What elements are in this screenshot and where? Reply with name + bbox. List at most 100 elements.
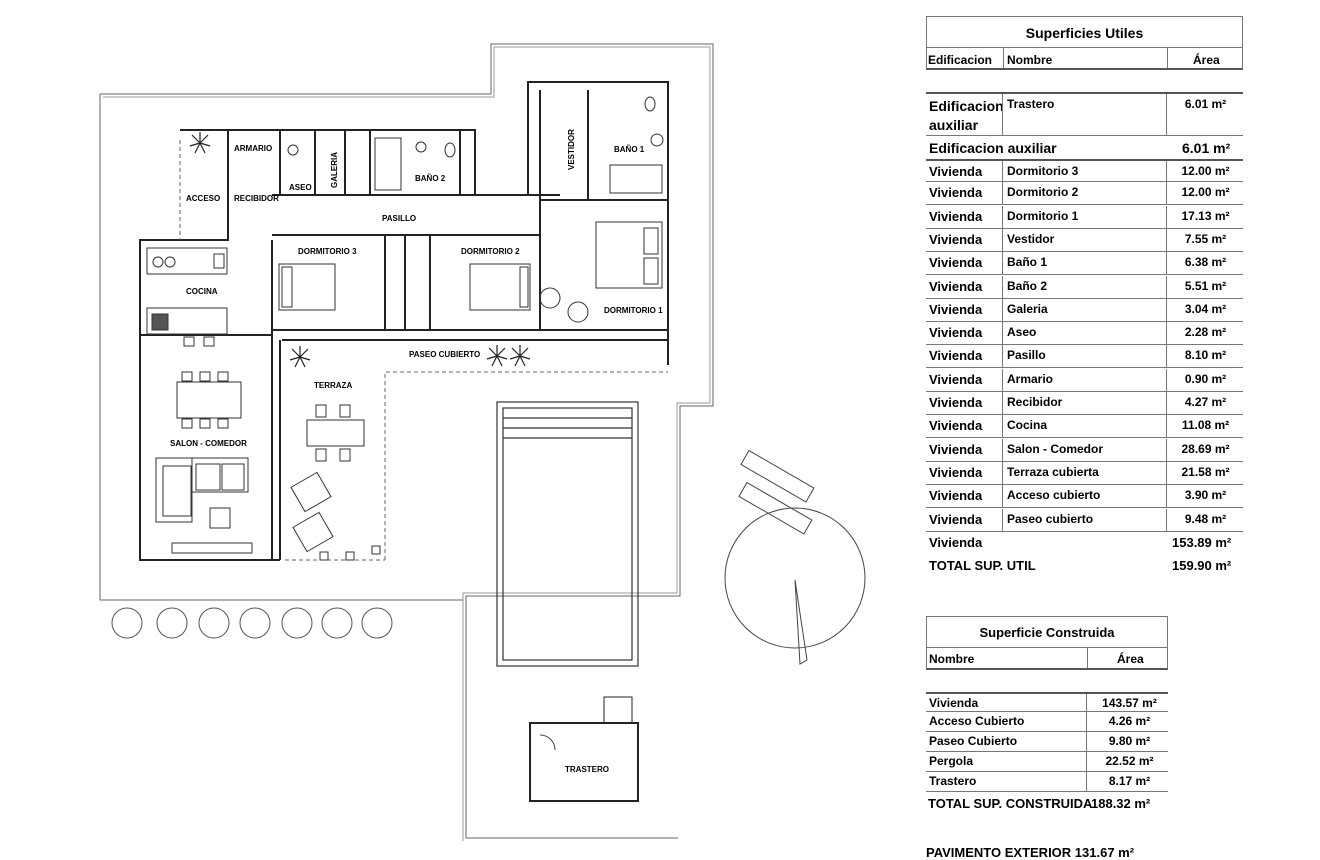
utiles-cell-nombre: Dormitorio 1 xyxy=(1007,208,1079,223)
utiles-aux-total-area: 6.01 m² xyxy=(1182,140,1231,156)
utiles-cell-edificacion: Vivienda xyxy=(929,348,983,364)
utiles-cell-area: 9.48 m² xyxy=(1184,511,1227,526)
construida-header-nombre: Nombre xyxy=(929,652,975,666)
construida-cell-nombre: Acceso Cubierto xyxy=(929,714,1025,728)
utiles-cell-edificacion: Vivienda xyxy=(929,278,983,294)
utiles-cell-nombre: Dormitorio 2 xyxy=(1007,185,1079,200)
utiles-cell-edificacion: Vivienda xyxy=(929,208,983,224)
construida-cell-area: 4.26 m² xyxy=(1108,714,1151,728)
construida-cell-area: 9.80 m² xyxy=(1108,734,1151,748)
utiles-cell-area: 0.90 m² xyxy=(1184,371,1227,386)
construida-cell-area: 143.57 m² xyxy=(1102,696,1157,710)
construida-total-label: TOTAL SUP. CONSTRUIDA xyxy=(928,796,1093,811)
utiles-cell-edificacion: Vivienda xyxy=(929,164,983,179)
utiles-cell-edificacion: Vivienda xyxy=(929,511,983,527)
room-label-trastero: TRASTERO xyxy=(565,765,609,774)
utiles-cell-nombre: Paseo cubierto xyxy=(1007,511,1094,526)
utiles-cell-edificacion: Vivienda xyxy=(929,395,983,410)
utiles-cell-nombre: Baño 1 xyxy=(1007,255,1048,270)
room-label-vestidor: VESTIDOR xyxy=(567,129,576,170)
utiles-table-row: Vivienda Aseo 2.28 m² xyxy=(926,322,1243,346)
utiles-cell-edificacion: Vivienda xyxy=(929,301,983,317)
utiles-cell-edificacion: Vivienda xyxy=(929,441,983,457)
construida-table-row: Vivienda 143.57 m² xyxy=(926,692,1168,712)
utiles-cell-area: 21.58 m² xyxy=(1181,464,1230,479)
utiles-table-title: Superficies Utiles xyxy=(926,16,1243,48)
utiles-cell-nombre: Recibidor xyxy=(1007,395,1063,409)
utiles-cell-nombre: Cocina xyxy=(1007,418,1048,433)
utiles-cell-nombre: Pasillo xyxy=(1007,348,1046,363)
utiles-table-row: Vivienda Dormitorio 1 17.13 m² xyxy=(926,205,1243,229)
utiles-table-row: Vivienda Vestidor 7.55 m² xyxy=(926,228,1243,252)
utiles-cell-edificacion: Vivienda xyxy=(929,464,983,480)
utiles-cell-nombre: Vestidor xyxy=(1007,231,1055,246)
utiles-table-row: Vivienda Paseo cubierto 9.48 m² xyxy=(926,508,1243,532)
utiles-table-row: Vivienda Dormitorio 2 12.00 m² xyxy=(926,182,1243,206)
utiles-header-row xyxy=(926,48,1243,70)
utiles-cell-area: 12.00 m² xyxy=(1181,185,1230,200)
utiles-cell-area: 12.00 m² xyxy=(1181,164,1230,178)
utiles-total-label: TOTAL SUP. UTIL xyxy=(929,558,1036,573)
utiles-table-row: Vivienda Armario 0.90 m² xyxy=(926,368,1243,392)
utiles-cell-edificacion: Vivienda xyxy=(929,185,983,201)
utiles-cell-nombre: Dormitorio 3 xyxy=(1007,164,1079,178)
utiles-cell-nombre: Acceso cubierto xyxy=(1007,488,1101,503)
utiles-cell-nombre: Galeria xyxy=(1007,301,1048,316)
utiles-cell-nombre: Armario xyxy=(1007,371,1054,386)
construida-table-title: Superficie Construida xyxy=(926,616,1168,648)
room-label-cocina: COCINA xyxy=(186,287,218,296)
construida-cell-nombre: Paseo Cubierto xyxy=(929,734,1018,748)
utiles-cell-edificacion: Vivienda xyxy=(929,371,983,387)
construida-cell-area: 22.52 m² xyxy=(1105,754,1154,768)
utiles-cell-area: 17.13 m² xyxy=(1181,208,1230,223)
room-label-bano1: BAÑO 1 xyxy=(614,145,645,154)
utiles-cell-area: 7.55 m² xyxy=(1184,231,1227,246)
construida-cell-nombre: Vivienda xyxy=(929,696,979,710)
room-label-aseo: ASEO xyxy=(289,183,312,192)
utiles-cell-nombre: Salon - Comedor xyxy=(1007,441,1104,456)
utiles-cell-nombre: Baño 2 xyxy=(1007,278,1048,293)
room-label-bano2: BAÑO 2 xyxy=(415,174,446,183)
utiles-header-area: Área xyxy=(1193,53,1220,67)
utiles-cell-area: 11.08 m² xyxy=(1181,418,1230,433)
utiles-header-edificacion: Edificacion xyxy=(928,53,993,67)
utiles-cell-area: 2.28 m² xyxy=(1184,325,1227,340)
utiles-cell-edificacion: Vivienda xyxy=(929,418,983,434)
utiles-vivienda-total-area: 153.89 m² xyxy=(1172,535,1232,550)
room-label-dormitorio1: DORMITORIO 1 xyxy=(604,306,663,315)
utiles-table-row: Vivienda Dormitorio 3 12.00 m² xyxy=(926,159,1243,182)
room-label-dormitorio3: DORMITORIO 3 xyxy=(298,247,357,256)
construida-header-area: Área xyxy=(1117,652,1144,666)
utiles-aux-total-label: Edificacion auxiliar xyxy=(929,140,1057,156)
utiles-cell-nombre: Aseo xyxy=(1007,325,1037,340)
room-label-terraza: TERRAZA xyxy=(314,381,352,390)
utiles-cell-area: 5.51 m² xyxy=(1184,278,1227,293)
utiles-cell-area: 3.90 m² xyxy=(1184,488,1227,503)
floor-plan: ARMARIO ACCESO RECIBIDOR ASEO GALERIA BA… xyxy=(99,43,866,841)
construida-cell-nombre: Trastero xyxy=(929,774,977,788)
utiles-total-area: 159.90 m² xyxy=(1172,558,1232,573)
room-label-dormitorio2: DORMITORIO 2 xyxy=(461,247,520,256)
utiles-table-row: Vivienda Cocina 11.08 m² xyxy=(926,415,1243,439)
pavimento-exterior: PAVIMENTO EXTERIOR 131.67 m² xyxy=(926,845,1135,860)
utiles-aux-nombre: Trastero xyxy=(1007,97,1055,111)
utiles-cell-area: 6.38 m² xyxy=(1184,255,1227,270)
utiles-cell-area: 8.10 m² xyxy=(1184,348,1227,363)
utiles-cell-area: 3.04 m² xyxy=(1184,301,1227,316)
construida-total-area: 188.32 m² xyxy=(1091,796,1151,811)
construida-table-row: Paseo Cubierto 9.80 m² xyxy=(926,732,1168,752)
utiles-table-row: Vivienda Galeria 3.04 m² xyxy=(926,298,1243,322)
utiles-table-row: Vivienda Baño 2 5.51 m² xyxy=(926,275,1243,299)
utiles-cell-edificacion: Vivienda xyxy=(929,231,983,247)
room-label-acceso: ACCESO xyxy=(186,194,220,203)
room-label-galeria: GALERIA xyxy=(330,152,339,188)
utiles-cell-edificacion: Vivienda xyxy=(929,488,983,504)
utiles-cell-edificacion: Vivienda xyxy=(929,325,983,341)
